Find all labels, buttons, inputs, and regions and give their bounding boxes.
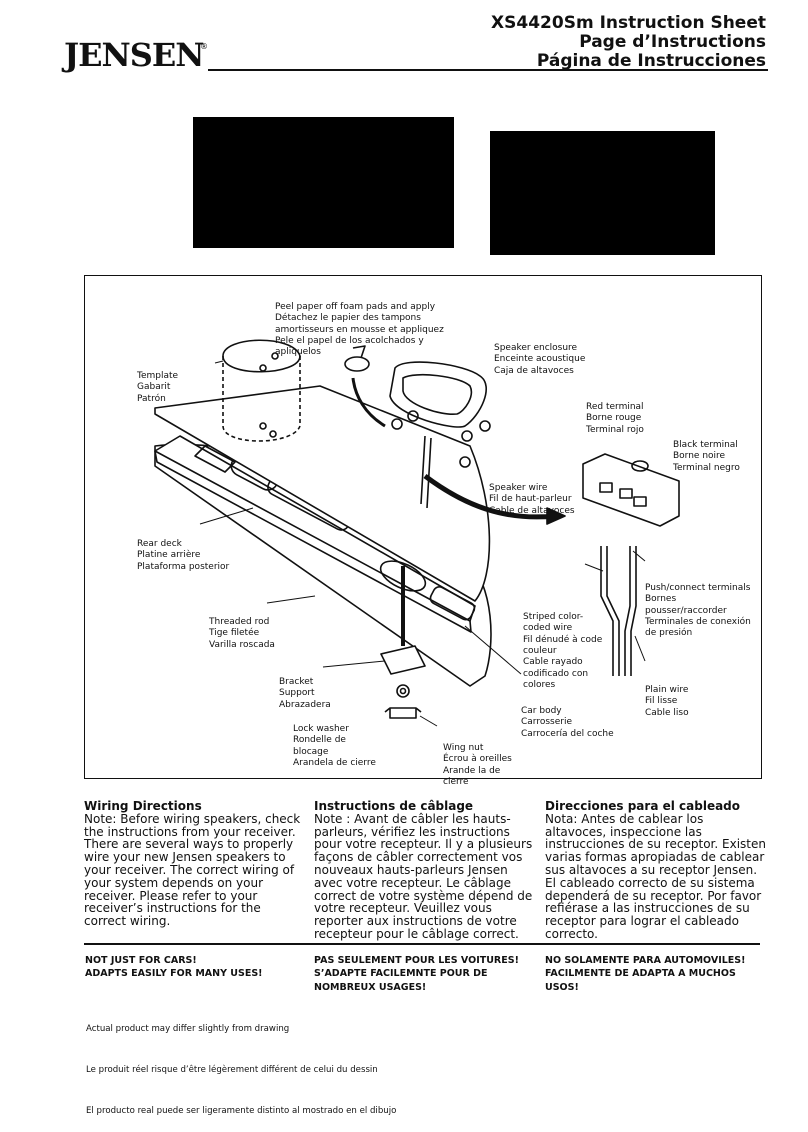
rear-deck-shape — [154, 435, 476, 622]
disclaimer: Actual product may differ slightly from … — [86, 996, 396, 1132]
title-spanish: Página de Instrucciones — [536, 51, 766, 71]
header-rule — [208, 69, 768, 71]
wiring-body-french: Note : Avant de câbler les hauts-parleur… — [314, 811, 533, 941]
wiring-heading-french: Instructions de câblage — [314, 799, 474, 813]
bracket-shape — [380, 645, 426, 675]
registered-mark: ® — [200, 42, 208, 51]
terminal-panel-shape — [582, 453, 680, 527]
wiring-heading-spanish: Direcciones para el cableado — [545, 799, 741, 813]
page-titles: XS4420Sm Instruction Sheet Page d’Instru… — [491, 14, 766, 71]
wiring-directions-french: Instructions de câblage Note : Avant de … — [314, 800, 536, 941]
redaction-block-right — [490, 131, 715, 255]
tagline-french: PAS SEULEMENT POUR LES VOITURES! S’ADAPT… — [314, 955, 519, 993]
wiring-body-spanish: Nota: Antes de cablear los altavoces, in… — [545, 811, 766, 941]
wiring-directions-spanish: Direcciones para el cableado Nota: Antes… — [545, 800, 767, 941]
disclaimer-spanish: El producto real puede ser ligeramente d… — [86, 1105, 397, 1116]
wing-nut-shape — [384, 707, 422, 719]
footer-rule — [84, 943, 760, 945]
wiring-directions-english: Wiring Directions Note: Before wiring sp… — [84, 800, 306, 928]
installation-drawing — [154, 339, 680, 727]
title-french: Page d’Instructions — [579, 32, 766, 52]
disclaimer-english: Actual product may differ slightly from … — [86, 1024, 290, 1035]
upper-deck-shape — [154, 385, 491, 602]
wiring-body-english: Note: Before wiring speakers, check the … — [84, 811, 301, 929]
title-english: XS4420Sm Instruction Sheet — [491, 13, 766, 33]
wiring-heading-english: Wiring Directions — [84, 799, 202, 813]
tagline-spanish: NO SOLAMENTE PARA AUTOMOVILES! FACILMENT… — [545, 955, 746, 993]
redaction-block-left — [193, 117, 454, 248]
tagline-english: NOT JUST FOR CARS! ADAPTS EASILY FOR MAN… — [85, 955, 263, 980]
brand-logo: JENSEN — [64, 36, 205, 74]
disclaimer-french: Le produit réel risque d’être légèrement… — [86, 1064, 378, 1075]
